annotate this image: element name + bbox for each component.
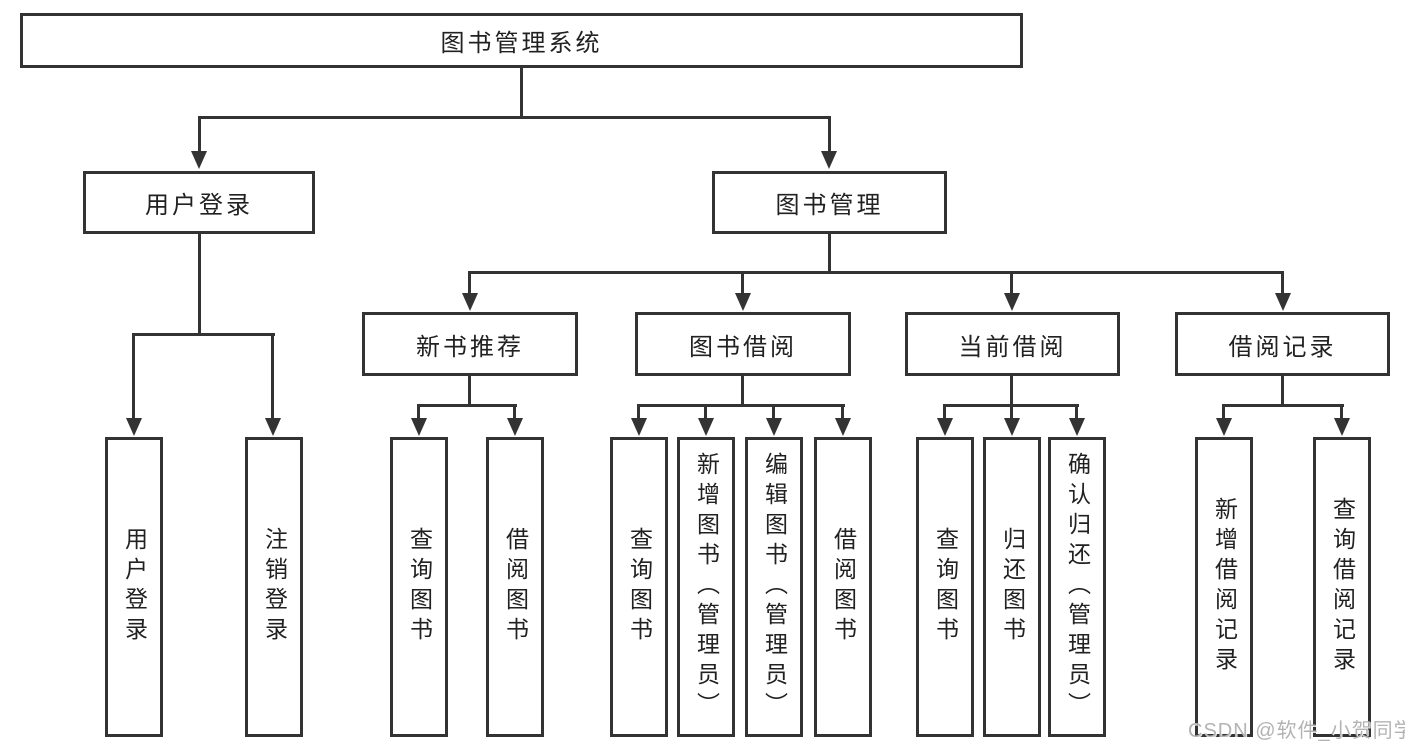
- leaf-user-login-label: 用户登录: [121, 527, 148, 647]
- connector-leaf-drop: [513, 404, 516, 421]
- arrowhead-leaf: [835, 418, 851, 436]
- connector-user-login-rail: [132, 333, 275, 336]
- node-current-borrowing-label: 当前借阅: [958, 333, 1067, 361]
- leaf-add-books-admin-label: 新增图书（管理员）: [693, 452, 720, 722]
- arrowhead-borrow-records: [1275, 293, 1291, 311]
- connector-module-stem: [468, 376, 471, 406]
- leaf-borrow-books-borrowing: 借阅图书: [814, 437, 872, 737]
- leaf-logout: 注销登录: [245, 437, 303, 737]
- leaf-query-books-current-label: 查询图书: [932, 527, 959, 647]
- leaf-add-books-admin: 新增图书（管理员）: [677, 437, 735, 737]
- leaf-query-books-recommend-label: 查询图书: [406, 527, 433, 647]
- arrowhead-leaf: [1216, 418, 1232, 436]
- arrowhead-leaf: [766, 418, 782, 436]
- leaf-query-books-recommend: 查询图书: [390, 437, 448, 737]
- connector-leaf-drop: [1010, 404, 1013, 421]
- connector-leaf-drop: [772, 404, 775, 421]
- connector-leaf-rail: [1222, 404, 1344, 407]
- node-book-management-label: 图书管理: [775, 192, 884, 219]
- node-book-borrowing-label: 图书借阅: [689, 333, 797, 361]
- leaf-edit-books-admin: 编辑图书（管理员）: [745, 437, 803, 737]
- connector-user-login-stem: [198, 234, 201, 336]
- connector-leaf-rail: [417, 404, 517, 407]
- node-system-root: 图书管理系统: [20, 13, 1023, 68]
- connector-root-stem: [520, 68, 523, 118]
- leaf-query-books-current: 查询图书: [916, 437, 974, 737]
- connector-leaf-drop: [943, 404, 946, 421]
- leaf-query-books-borrowing: 查询图书: [610, 437, 668, 737]
- leaf-confirm-return-admin-label: 确认归还（管理员）: [1064, 452, 1091, 722]
- node-user-login-group-label: 用户登录: [145, 192, 253, 219]
- arrowhead-leaf: [631, 418, 647, 436]
- arrowhead-current-borrowing: [1004, 293, 1020, 311]
- leaf-logout-label: 注销登录: [261, 527, 288, 647]
- connector-leaf-drop: [132, 333, 135, 421]
- connector-leaf-drop: [271, 333, 274, 421]
- connector-leaf-drop: [841, 404, 844, 421]
- connector-module-drop: [1010, 271, 1013, 297]
- leaf-add-borrow-record-label: 新增借阅记录: [1211, 497, 1238, 677]
- connector-book-mgmt-stem: [828, 234, 831, 274]
- connector-leaf-drop: [1340, 404, 1343, 421]
- node-book-management: 图书管理: [712, 171, 947, 234]
- connector-leaf-drop: [1222, 404, 1225, 421]
- arrowhead-book-mgmt: [821, 151, 837, 169]
- arrowhead-new-book-rec: [462, 293, 478, 311]
- csdn-watermark: CSDN @软件_小贺同学: [1188, 720, 1405, 742]
- connector-book-mgmt-drop: [828, 116, 831, 152]
- connector-module-drop: [741, 271, 744, 297]
- arrowhead-leaf: [126, 418, 142, 436]
- leaf-edit-books-admin-label: 编辑图书（管理员）: [761, 452, 788, 722]
- arrowhead-leaf: [1069, 418, 1085, 436]
- leaf-borrow-books-recommend: 借阅图书: [486, 437, 544, 737]
- connector-leaf-drop: [417, 404, 420, 421]
- leaf-return-books-label: 归还图书: [999, 527, 1026, 647]
- connector-leaf-drop: [637, 404, 640, 421]
- leaf-query-borrow-record: 查询借阅记录: [1313, 437, 1371, 737]
- connector-module-stem: [1010, 376, 1013, 406]
- connector-leaf-drop: [1075, 404, 1078, 421]
- connector-level2-rail: [468, 271, 1284, 274]
- connector-module-drop: [1281, 271, 1284, 297]
- connector-leaf-drop: [704, 404, 707, 421]
- arrowhead-leaf: [937, 418, 953, 436]
- leaf-add-borrow-record: 新增借阅记录: [1195, 437, 1253, 737]
- arrowhead-book-borrowing: [735, 293, 751, 311]
- arrowhead-leaf: [1004, 418, 1020, 436]
- leaf-query-borrow-record-label: 查询借阅记录: [1329, 497, 1356, 677]
- connector-level1-rail: [198, 116, 831, 119]
- connector-module-stem: [741, 376, 744, 406]
- leaf-return-books: 归还图书: [983, 437, 1041, 737]
- node-user-login-group: 用户登录: [83, 171, 315, 234]
- node-book-borrowing: 图书借阅: [635, 312, 851, 376]
- leaf-borrow-books-recommend-label: 借阅图书: [502, 527, 529, 647]
- node-borrow-records: 借阅记录: [1175, 312, 1390, 376]
- leaf-confirm-return-admin: 确认归还（管理员）: [1048, 437, 1106, 737]
- leaf-query-books-borrowing-label: 查询图书: [626, 527, 653, 647]
- arrowhead-leaf: [698, 418, 714, 436]
- arrowhead-user-login: [191, 151, 207, 169]
- connector-module-stem: [1281, 376, 1284, 406]
- leaf-borrow-books-borrowing-label: 借阅图书: [830, 527, 857, 647]
- arrowhead-leaf: [1334, 418, 1350, 436]
- connector-leaf-rail: [637, 404, 845, 407]
- connector-module-drop: [468, 271, 471, 297]
- node-system-root-label: 图书管理系统: [440, 30, 603, 57]
- leaf-user-login: 用户登录: [105, 437, 163, 737]
- node-borrow-records-label: 借阅记录: [1228, 333, 1337, 361]
- arrowhead-leaf: [507, 418, 523, 436]
- connector-user-login-drop: [198, 116, 201, 152]
- node-new-book-recommend-label: 新书推荐: [416, 333, 524, 361]
- node-current-borrowing: 当前借阅: [905, 312, 1120, 376]
- node-new-book-recommend: 新书推荐: [362, 312, 578, 376]
- arrowhead-leaf: [411, 418, 427, 436]
- arrowhead-leaf: [265, 418, 281, 436]
